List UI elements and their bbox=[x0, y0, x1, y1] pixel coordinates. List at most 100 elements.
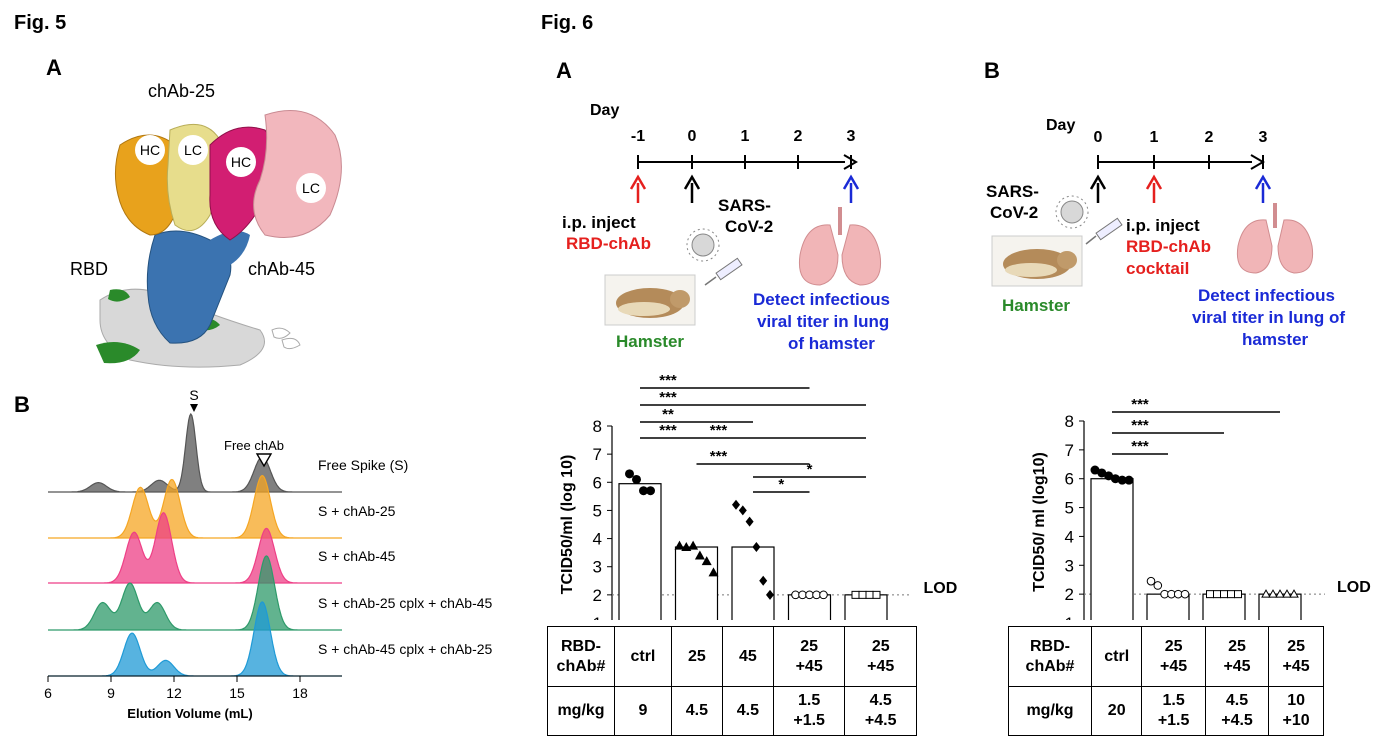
y-axis-label: TCID50/ ml (log10) bbox=[1031, 452, 1048, 592]
sec-trace bbox=[48, 555, 342, 631]
data-point bbox=[858, 590, 867, 599]
data-point bbox=[688, 540, 699, 550]
y-tick-label: 5 bbox=[593, 501, 602, 520]
fig6-panel-b-label: B bbox=[984, 58, 1000, 83]
sec-trace bbox=[48, 512, 342, 584]
data-point bbox=[632, 474, 641, 484]
detect-line3-a: of hamster bbox=[788, 334, 875, 353]
virus-icon bbox=[1055, 195, 1089, 229]
data-point bbox=[1261, 589, 1271, 598]
timeline-b-day-tick-label: 1 bbox=[1150, 129, 1159, 146]
syringe-icon bbox=[704, 257, 743, 286]
table-a-cell: 9 bbox=[614, 686, 672, 736]
data-point bbox=[759, 575, 768, 586]
data-point bbox=[694, 550, 705, 560]
data-point bbox=[1268, 589, 1278, 598]
data-point bbox=[1275, 589, 1285, 598]
timeline-b-day-tick-label: 3 bbox=[1259, 129, 1268, 146]
data-point bbox=[1146, 576, 1156, 586]
significance-label: *** bbox=[659, 372, 677, 389]
table-b-cell: 10+10 bbox=[1268, 686, 1324, 736]
data-point bbox=[851, 590, 860, 599]
data-point bbox=[639, 486, 648, 496]
bar bbox=[1146, 593, 1190, 620]
data-point bbox=[766, 589, 774, 600]
significance-label: *** bbox=[1131, 438, 1149, 455]
table-b-cell: 25+45 bbox=[1141, 626, 1206, 687]
lod-label: LOD bbox=[1337, 579, 1371, 596]
table-a-header-dose: mg/kg bbox=[547, 686, 615, 736]
sec-trace bbox=[48, 601, 342, 677]
blue-arrow-icon bbox=[842, 174, 860, 203]
fig6-label: Fig. 6 bbox=[541, 12, 594, 34]
sec-trace-label: S + chAb-45 bbox=[318, 548, 396, 564]
table-b-header-dose: mg/kg bbox=[1008, 686, 1092, 736]
detect-line1-a: Detect infectious bbox=[753, 290, 890, 309]
data-point bbox=[865, 590, 874, 599]
fig5-panel-b-label: B bbox=[14, 392, 30, 417]
virus-line2-b: CoV-2 bbox=[990, 203, 1038, 222]
hamster-label-a: Hamster bbox=[616, 332, 684, 351]
inject-line1: i.p. inject bbox=[562, 213, 636, 232]
timeline-a-day-tick-label: -1 bbox=[631, 128, 645, 145]
chab25-label: chAb-25 bbox=[148, 81, 215, 101]
sec-trace-label: S + chAb-25 cplx + chAb-45 bbox=[318, 595, 493, 611]
y-tick-label: 7 bbox=[593, 445, 602, 464]
data-point bbox=[1110, 474, 1120, 484]
timeline-b-day-label: Day bbox=[1046, 117, 1075, 134]
y-tick-label: 8 bbox=[1065, 412, 1074, 431]
y-tick-label: 6 bbox=[593, 473, 602, 492]
significance-label: *** bbox=[1131, 417, 1149, 434]
data-point bbox=[798, 590, 807, 600]
data-point bbox=[732, 499, 740, 510]
sec-chromatogram: 6 9 12 15 18 Elution Volume (mL) S Free chAb… bbox=[44, 387, 493, 721]
table-b-cell: 4.5+4.5 bbox=[1204, 686, 1270, 736]
table-a-header-chab: RBD-chAb# bbox=[547, 626, 615, 687]
sec-trace-label: S + chAb-45 cplx + chAb-25 bbox=[318, 641, 493, 657]
s-peak-marker-icon bbox=[190, 404, 198, 412]
sec-x-tick-label: 15 bbox=[229, 685, 245, 701]
black-arrow-icon bbox=[683, 174, 701, 203]
data-point bbox=[812, 590, 821, 600]
bar-chart-a: 12345678TCID50/ml (log 10)LOD***********… bbox=[559, 372, 958, 620]
bar bbox=[1258, 593, 1302, 620]
data-point bbox=[1234, 590, 1242, 599]
y-tick-label: 4 bbox=[1065, 527, 1074, 546]
data-point bbox=[1227, 590, 1235, 599]
sec-x-tick-label: 9 bbox=[107, 685, 115, 701]
lungs-icon bbox=[1236, 203, 1314, 274]
free-chab-marker-icon bbox=[255, 453, 273, 468]
timeline-a-day-tick-label: 2 bbox=[794, 128, 803, 145]
inject-line2-b: RBD-chAb bbox=[1126, 237, 1211, 256]
sec-x-axis-label: Elution Volume (mL) bbox=[127, 706, 252, 721]
dose-table-b: RBD-chAb# ctrl 25+45 25+45 25+45 mg/kg 2… bbox=[1008, 626, 1324, 736]
bar bbox=[1090, 478, 1134, 620]
table-b-cell: ctrl bbox=[1090, 626, 1143, 687]
data-point bbox=[1104, 471, 1114, 481]
data-point bbox=[738, 505, 747, 516]
inject-line3-b: cocktail bbox=[1126, 259, 1189, 278]
table-b-cell: 25+45 bbox=[1268, 626, 1324, 687]
sec-x-tick-label: 6 bbox=[44, 685, 52, 701]
free-chab-marker-label: Free chAb bbox=[224, 438, 284, 453]
lod-label: LOD bbox=[924, 580, 958, 597]
sec-trace-label: S + chAb-25 bbox=[318, 503, 396, 519]
data-point bbox=[752, 542, 761, 553]
sec-x-tick-label: 12 bbox=[166, 685, 182, 701]
virus-line1-b: SARS- bbox=[986, 182, 1039, 201]
table-b-cell: 1.5+1.5 bbox=[1141, 686, 1206, 736]
fig5-panel-a-label: A bbox=[46, 55, 62, 80]
hamster-icon bbox=[604, 274, 696, 326]
syringe-icon bbox=[1085, 217, 1123, 245]
table-b-header-chab: RBD-chAb# bbox=[1008, 626, 1092, 687]
hamster-label-b: Hamster bbox=[1002, 296, 1070, 315]
table-a-cell: ctrl bbox=[614, 626, 672, 687]
s-peak-marker-label: S bbox=[189, 387, 198, 403]
sec-x-tick-label: 18 bbox=[292, 685, 308, 701]
data-point bbox=[708, 567, 719, 577]
timeline-a-day-tick-label: 1 bbox=[741, 128, 750, 145]
black-arrow-icon bbox=[1089, 174, 1107, 203]
significance-label: *** bbox=[710, 422, 728, 439]
virus-icon bbox=[686, 228, 720, 262]
